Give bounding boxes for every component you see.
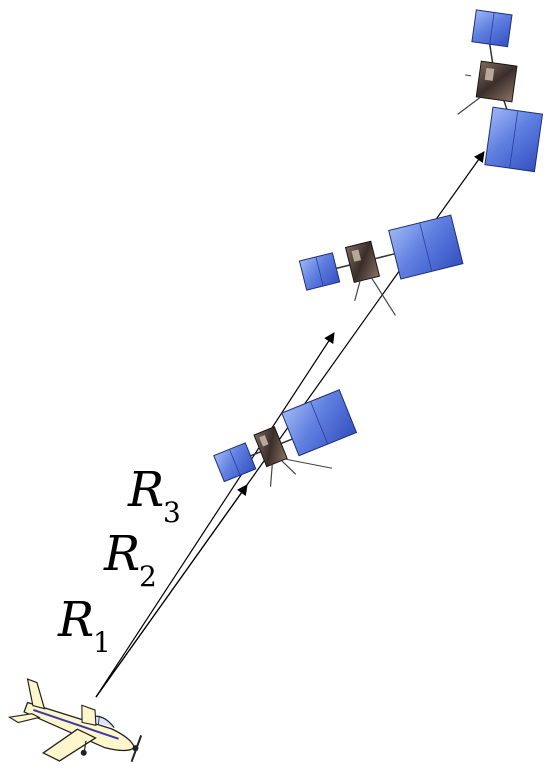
svg-text:3: 3	[163, 496, 181, 529]
svg-text:R: R	[57, 592, 94, 648]
label-r1: R 1	[57, 592, 111, 659]
svg-text:R: R	[103, 526, 140, 582]
svg-text:R: R	[127, 462, 164, 518]
satellite-icon	[298, 214, 464, 316]
satellite-icon	[213, 389, 358, 487]
airplane-icon	[7, 678, 143, 763]
label-r3: R 3	[127, 462, 181, 529]
range-vector-r2	[95, 332, 335, 698]
label-r2: R 2	[103, 526, 157, 593]
svg-text:1: 1	[93, 626, 111, 659]
svg-text:2: 2	[139, 560, 157, 593]
satellite-icon	[457, 9, 544, 173]
